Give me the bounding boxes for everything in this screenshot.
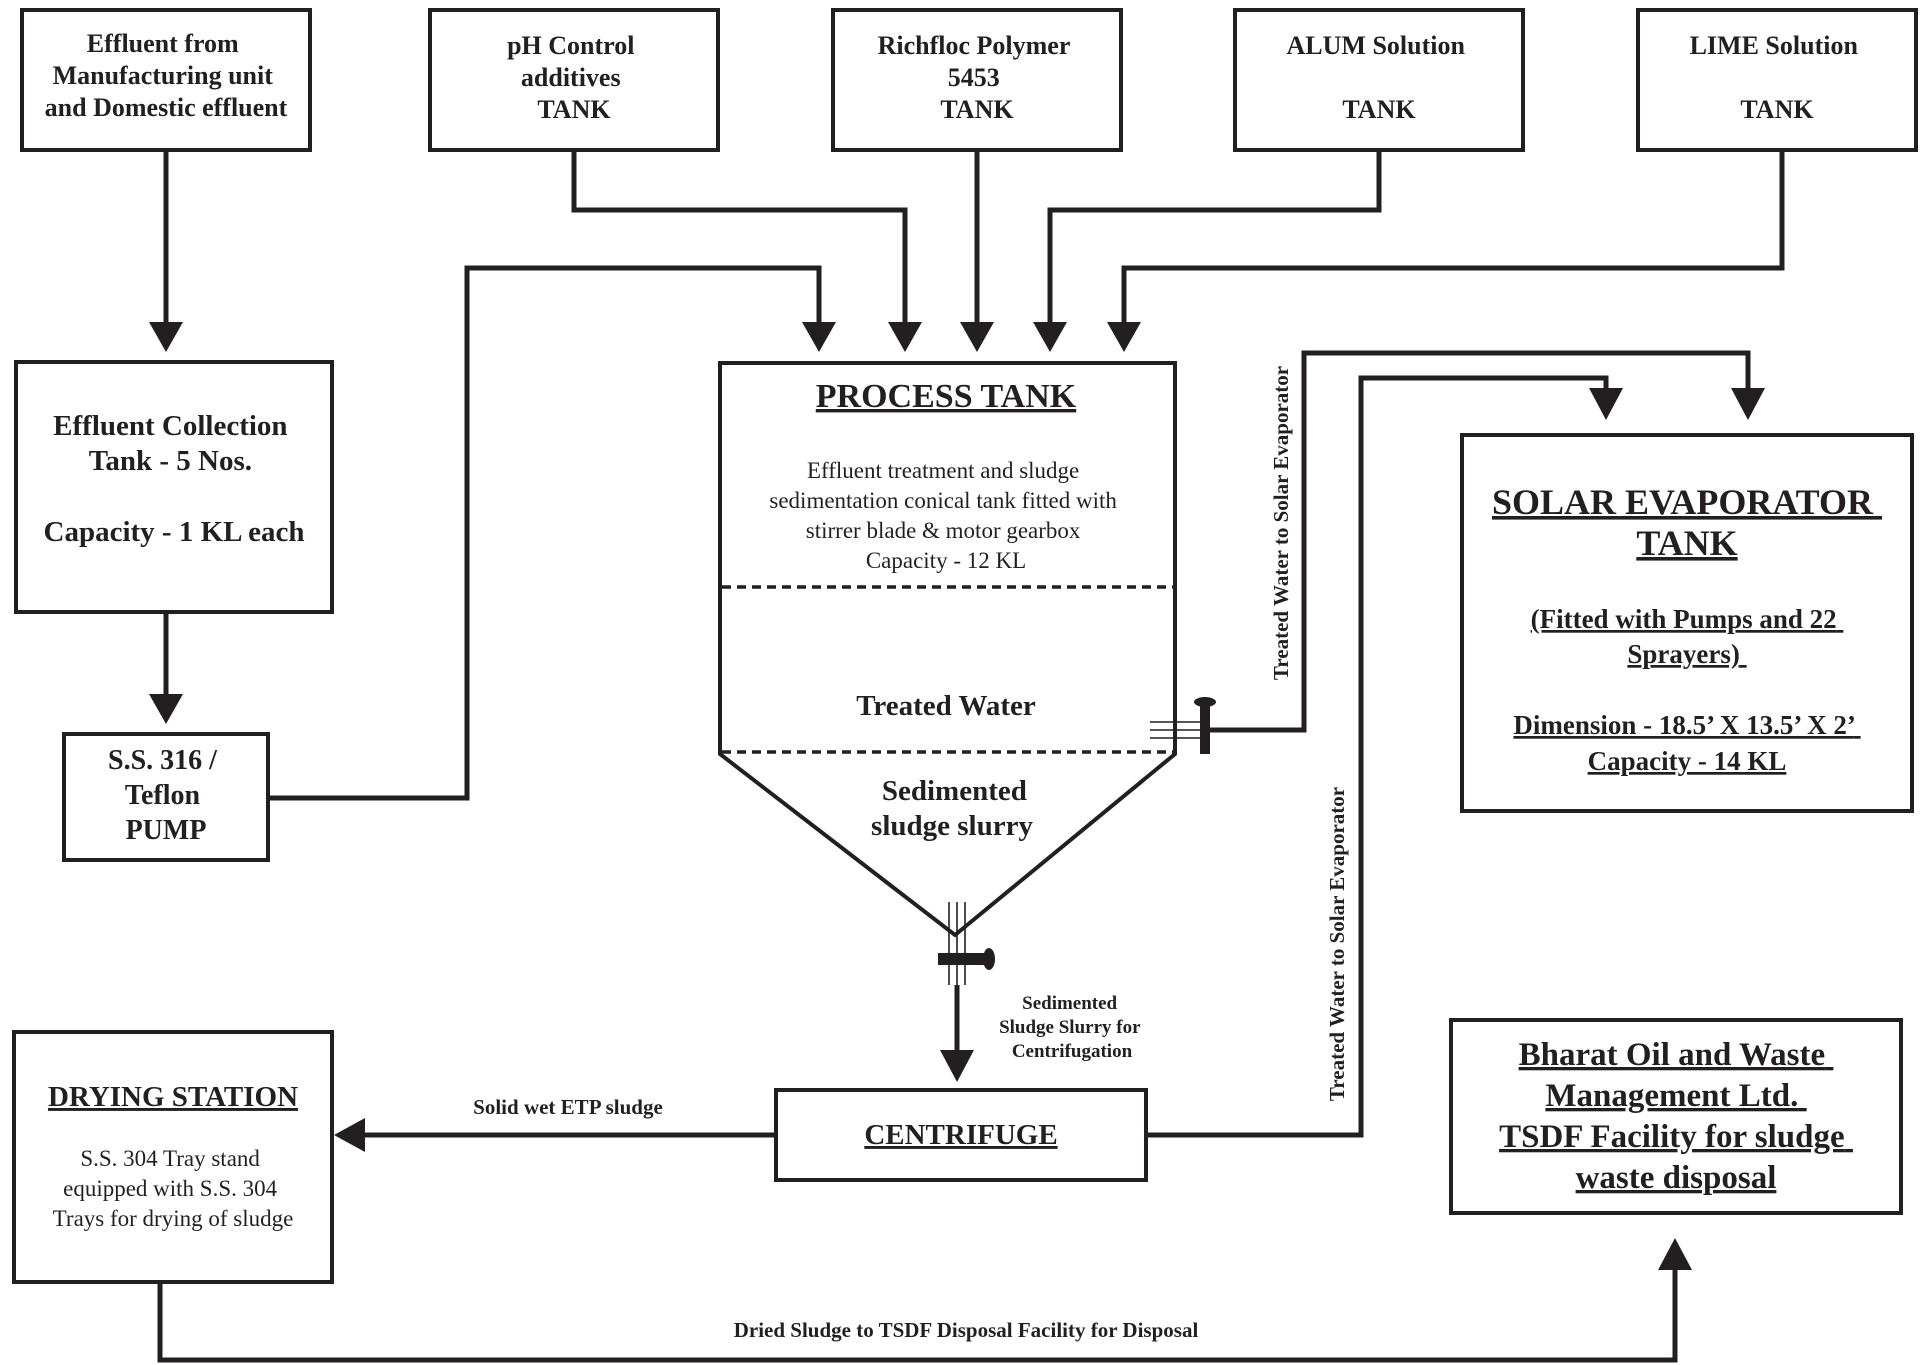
svg-text:CENTRIFUGE: CENTRIFUGE [864,1119,1057,1151]
richfloc-polymer-tank-box: Richfloc Polymer 5453 TANK [831,8,1123,152]
arrow-collection-to-pump [149,612,183,724]
treated-water-lower-label: Treated Water to Solar Evaporator [1325,787,1349,1101]
pump-box: S.S. 316 / Teflon PUMP [62,732,270,862]
arrow-treated-water-upper-to-solar [1210,350,1765,733]
svg-text:S.S. 304 Tray stand equi: S.S. 304 Tray stand equipped with S.S. 3… [53,1146,294,1231]
arrow-pump-to-process-tank [268,265,836,801]
arrow-ph-to-process-tank [571,150,922,352]
arrow-lime-to-process-tank [1107,150,1785,352]
process-tank-title: PROCESS TANK [816,378,1077,415]
arrow-centrifuge-to-solar [1146,375,1623,1138]
svg-text:Bharat Oil and Waste Man: Bharat Oil and Waste Management Ltd. TSD… [1499,1037,1853,1196]
sludge-valve [938,902,995,985]
tsdf-facility-box: Bharat Oil and Waste Management Ltd. TSD… [1449,1018,1903,1215]
effluent-source-box: Effluent from Manufacturing unit and Dom… [20,8,312,152]
svg-text:DRYING STATION: DRYING STATION [48,1081,298,1113]
svg-text:Effluent from Manufactur: Effluent from Manufacturing unit and Dom… [45,29,288,122]
treated-water-valve-upper [1150,697,1216,754]
svg-text:Effluent Collection Tank: Effluent Collection Tank - 5 Nos. Capaci… [44,410,305,548]
svg-text:LIME Solution TANK: LIME Solution TANK [1690,31,1865,124]
arrow-source-to-collection [149,150,183,352]
sludge-label: Sedimented sludge slurry [871,775,1034,842]
arrow-richfloc-to-process-tank [960,150,994,352]
drying-station-box: DRYING STATION S.S. 304 Tray stand equip… [12,1030,334,1284]
process-tank: PROCESS TANK Effluent treatment and slud… [718,361,1177,938]
svg-text:(Fitted with Pumps and 22: (Fitted with Pumps and 22 Sprayers) Dime… [1513,604,1860,776]
svg-text:SOLAR EVAPORATOR TANK: SOLAR EVAPORATOR TANK [1492,482,1882,563]
svg-text:Richfloc Polymer 5453: Richfloc Polymer 5453 TANK [878,31,1077,124]
solar-evaporator-box: SOLAR EVAPORATOR TANK (Fitted with Pumps… [1460,433,1914,813]
svg-text:pH Control additives: pH Control additives TANK [507,31,641,124]
arrow-alum-to-process-tank [1033,150,1382,352]
arrow-centrifuge-to-drying [334,1118,776,1152]
centrifuge-box: CENTRIFUGE [774,1088,1148,1182]
solid-sludge-label: Solid wet ETP sludge [473,1095,663,1119]
treated-water-label: Treated Water [856,690,1036,722]
sludge-to-centrifuge-label: Sedimented Sludge Slurry for Centrifugat… [999,993,1145,1062]
treated-water-upper-label: Treated Water to Solar Evaporator [1269,366,1293,680]
svg-text:ALUM Solution TANK: ALUM Solution TANK [1287,31,1472,124]
arrow-drying-to-tsdf [157,1238,1692,1363]
arrow-process-tank-to-centrifuge [940,985,974,1082]
lime-solution-tank-box: LIME Solution TANK [1636,8,1918,152]
effluent-collection-tank-box: Effluent Collection Tank - 5 Nos. Capaci… [14,360,334,614]
ph-control-tank-box: pH Control additives TANK [428,8,720,152]
alum-solution-tank-box: ALUM Solution TANK [1233,8,1525,152]
process-tank-description: Effluent treatment and sludge sedimentat… [769,458,1122,573]
svg-text:S.S. 316 / Teflon: S.S. 316 / Teflon PUMP [108,745,224,846]
dried-sludge-label: Dried Sludge to TSDF Disposal Facility f… [734,1318,1199,1342]
